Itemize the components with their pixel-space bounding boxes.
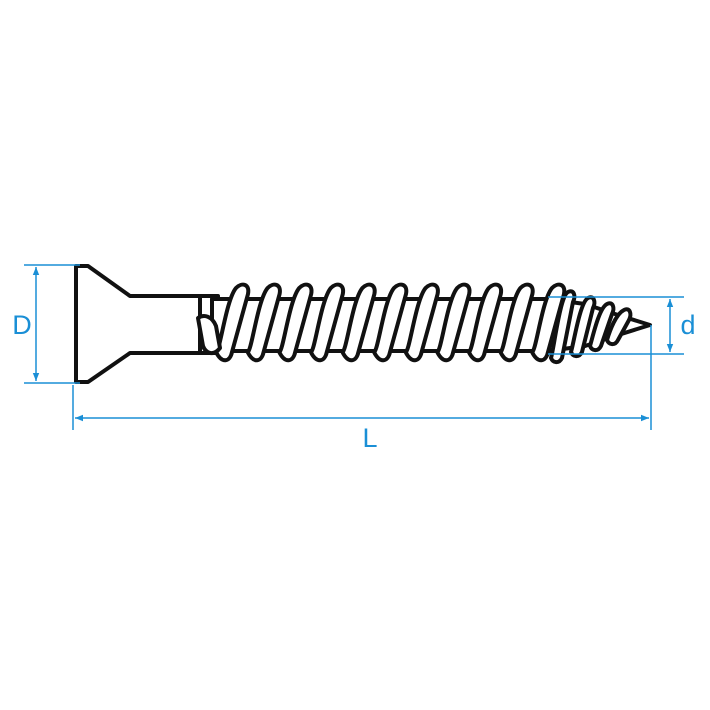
thread-crest	[277, 282, 314, 363]
thread-crest	[372, 282, 409, 363]
label-length: L	[362, 423, 377, 453]
thread-tip-crest	[549, 289, 577, 365]
label-thread-diameter: d	[680, 310, 695, 340]
thread-tip-crest	[569, 295, 597, 359]
thread-tip-crest	[588, 301, 616, 353]
thread-crest	[466, 282, 504, 363]
thread-crest	[245, 282, 282, 363]
thread-crest	[214, 282, 251, 363]
screw-threads	[196, 282, 633, 365]
screw-head	[74, 264, 202, 384]
thread-crest	[530, 282, 567, 363]
label-head-diameter: D	[12, 310, 32, 340]
thread-tip-crest	[605, 307, 633, 347]
thread-lead	[196, 314, 222, 355]
thread-crest	[340, 282, 377, 363]
thread-crest	[498, 282, 535, 363]
thread-crest	[435, 282, 472, 363]
dimension-lines	[24, 264, 684, 430]
thread-crest	[403, 282, 440, 363]
thread-crest	[308, 282, 346, 363]
